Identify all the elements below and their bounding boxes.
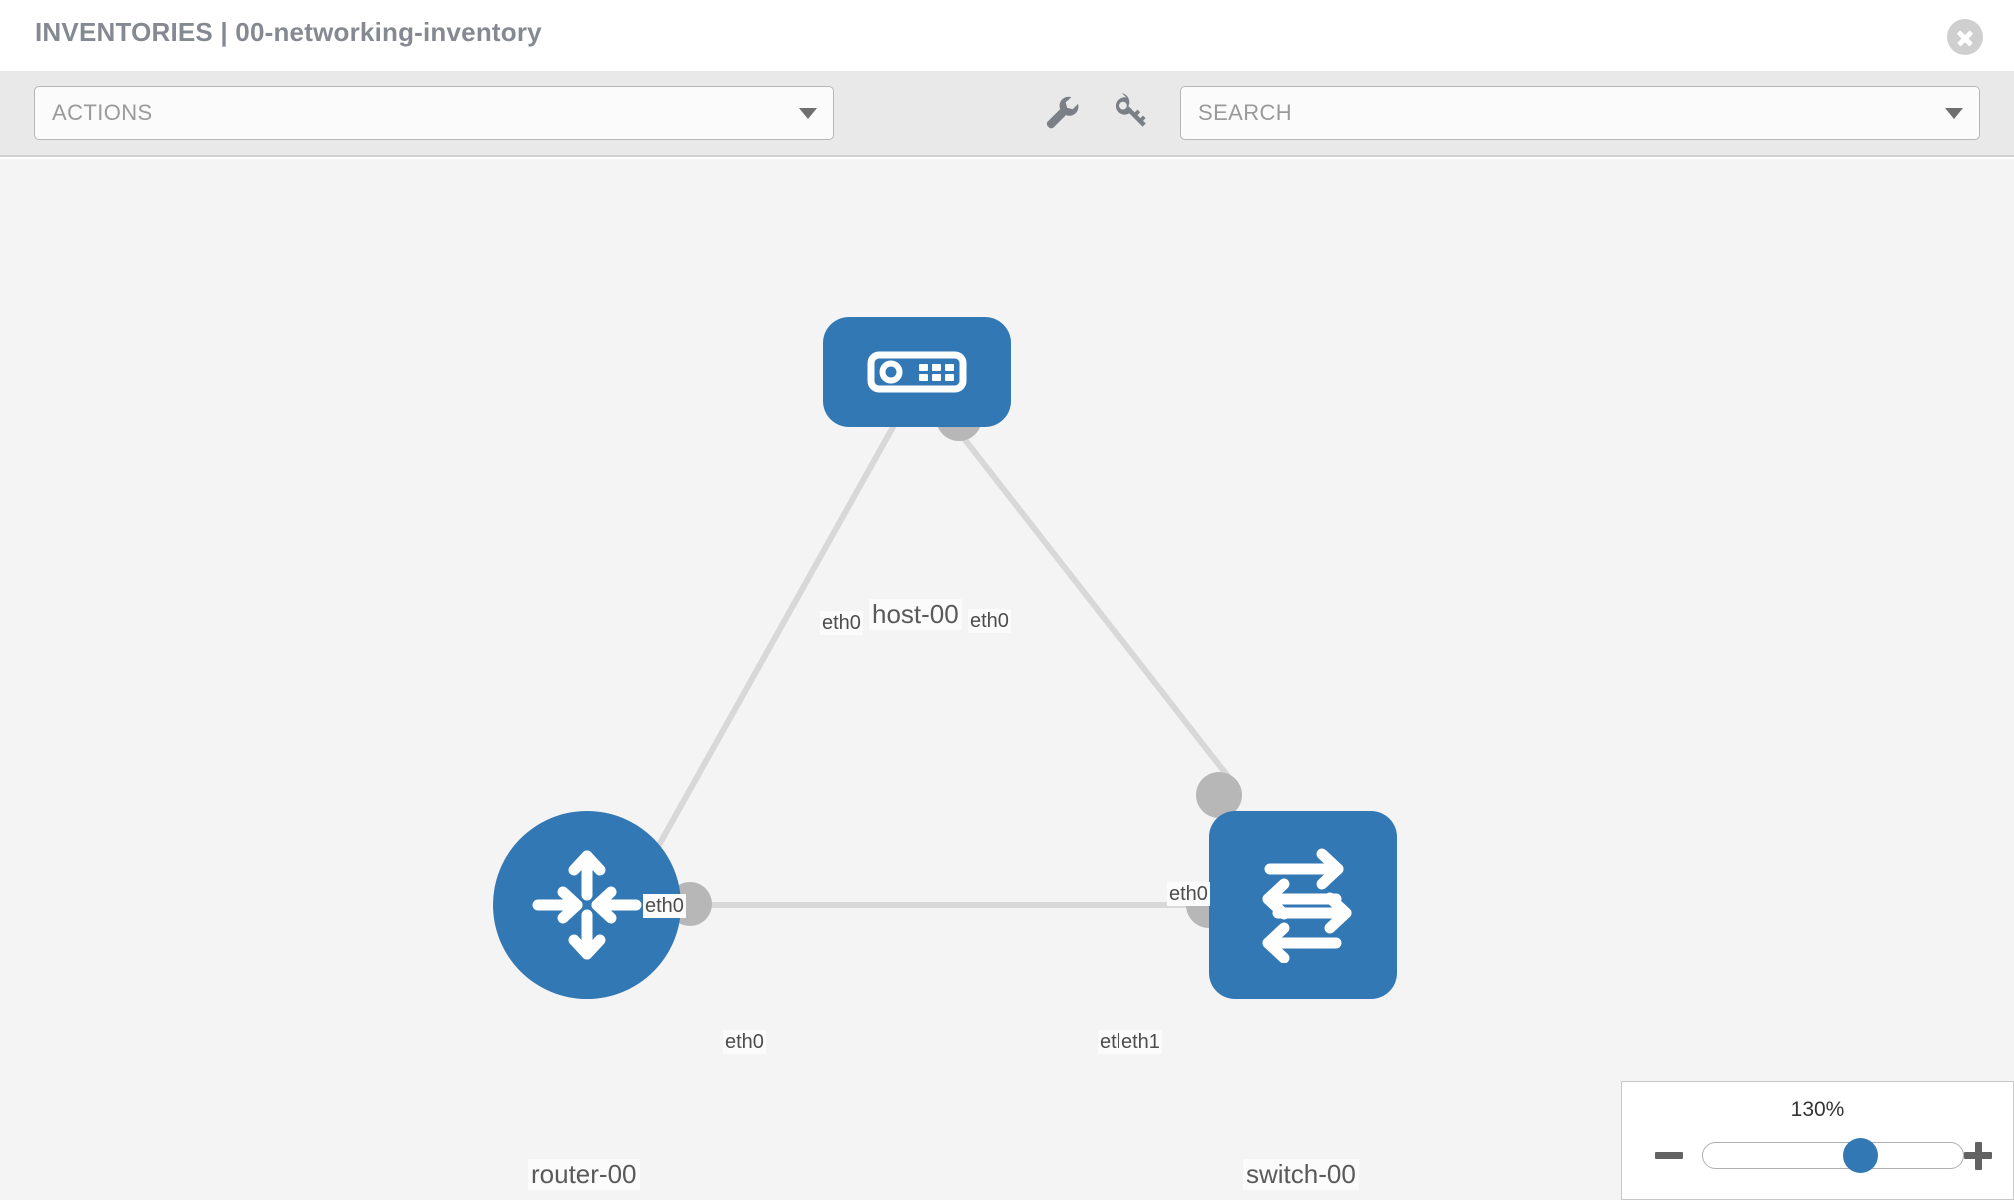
iface-label-host-left: eth0 [820, 611, 863, 635]
port-switch-top-left [1196, 772, 1242, 818]
iface-label-switch-left-b: eth1 [1119, 1030, 1162, 1054]
host-node-shape[interactable] [823, 317, 1011, 427]
iface-label-switch-up: eth0 [1167, 882, 1210, 906]
zoom-control-panel: 130% [1621, 1081, 2014, 1200]
server-icon [867, 351, 967, 393]
chevron-down-icon [799, 108, 817, 119]
node-label-host-00: host-00 [869, 599, 962, 631]
router-icon [532, 850, 642, 960]
iface-label-router-right: eth0 [723, 1030, 766, 1054]
iface-label-host-right: eth0 [968, 609, 1011, 633]
link-host-switch [952, 424, 1233, 782]
actions-dropdown[interactable]: ACTIONS [34, 86, 834, 140]
toolbar: ACTIONS SEARCH [0, 71, 2014, 157]
page-title: INVENTORIES | 00-networking-inventory [35, 17, 542, 47]
wrench-icon[interactable] [1040, 91, 1084, 135]
node-label-switch-00: switch-00 [1243, 1159, 1359, 1191]
zoom-slider-row [1622, 1138, 2013, 1178]
search-placeholder: SEARCH [1198, 100, 1293, 125]
zoom-slider[interactable] [1702, 1138, 1964, 1173]
actions-dropdown-label: ACTIONS [52, 100, 153, 125]
link-host-router [637, 424, 896, 882]
close-icon[interactable] [1947, 19, 1983, 55]
chevron-down-icon [1945, 108, 1963, 119]
switch-node-shape[interactable] [1209, 811, 1397, 999]
topology-links [637, 424, 1233, 908]
zoom-level-value: 130% [1790, 1098, 1845, 1121]
minus-icon[interactable] [1652, 1138, 1686, 1172]
topology-canvas[interactable]: host-00 eth0 eth0 [0, 159, 2014, 1200]
key-icon[interactable] [1108, 91, 1152, 135]
node-label-router-00: router-00 [528, 1159, 640, 1191]
switch-icon [1262, 848, 1352, 963]
iface-label-router-up: eth0 [643, 894, 686, 918]
window-header: INVENTORIES | 00-networking-inventory [0, 0, 2014, 71]
plus-icon[interactable] [1961, 1138, 1995, 1172]
search-input[interactable]: SEARCH [1180, 86, 1980, 140]
zoom-slider-thumb[interactable] [1842, 1138, 1878, 1173]
